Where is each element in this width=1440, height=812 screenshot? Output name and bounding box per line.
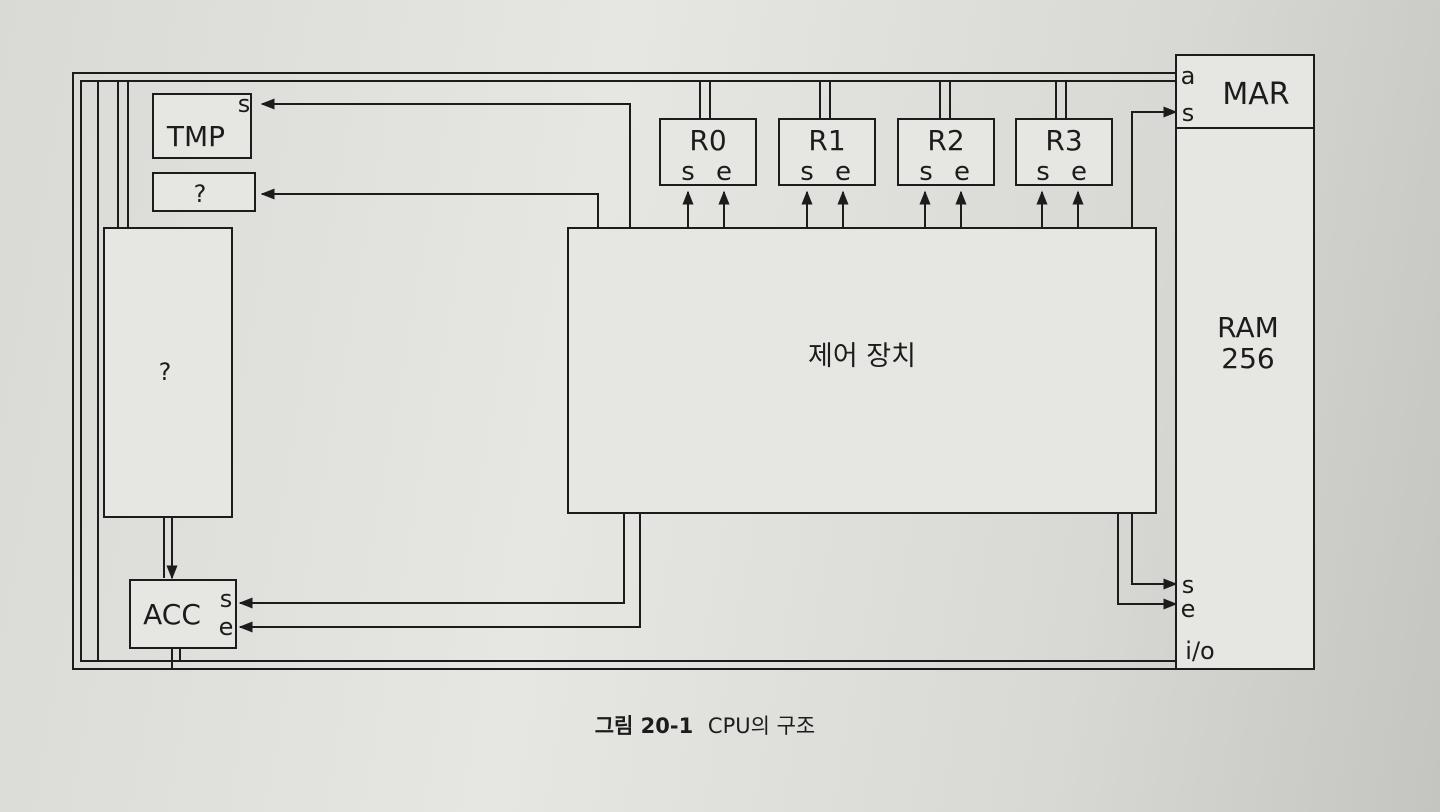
ctrl-tmp-s bbox=[260, 98, 631, 228]
register-s-label: s bbox=[1036, 157, 1050, 187]
bus-tap-r2 bbox=[939, 81, 951, 119]
ram-e-label: e bbox=[1181, 595, 1196, 623]
bus1-label: ? bbox=[194, 180, 207, 208]
register-name: R0 bbox=[689, 124, 726, 157]
register-s-label: s bbox=[800, 157, 814, 187]
register-s-label: s bbox=[919, 157, 933, 187]
tmp-register: TMP s bbox=[152, 90, 252, 159]
main-bus-outer bbox=[72, 72, 1178, 670]
register-e-label: e bbox=[954, 157, 970, 187]
tmp-label: TMP bbox=[166, 120, 225, 153]
ram-label-line2: 256 bbox=[1221, 342, 1274, 375]
bus1-box: ? bbox=[152, 172, 256, 212]
register-e-label: e bbox=[716, 157, 732, 187]
ram-s-label: s bbox=[1182, 571, 1195, 599]
bus-tap-r0 bbox=[699, 81, 711, 119]
register-s-label: s bbox=[681, 157, 695, 187]
acc-label: ACC bbox=[143, 598, 201, 631]
caption-number: 그림 20-1 bbox=[595, 714, 694, 738]
register-name: R2 bbox=[927, 124, 964, 157]
control-unit-label: 제어 장치 bbox=[808, 341, 916, 372]
register-r1: R1 s e bbox=[778, 118, 876, 187]
alu-box: ? bbox=[103, 227, 233, 518]
mar-s-label: s bbox=[1182, 99, 1195, 127]
register-r3: R3 s e bbox=[1015, 118, 1113, 187]
main-bus-inner bbox=[80, 80, 1178, 662]
register-r0: R0 s e bbox=[659, 118, 757, 187]
control-unit: 제어 장치 bbox=[567, 227, 1157, 514]
control-wires bbox=[238, 98, 1178, 633]
mar-ram-block: MAR a s RAM 256 s e i/o bbox=[1175, 54, 1315, 670]
bus-tap-r3 bbox=[1055, 81, 1067, 119]
caption-title: CPU의 구조 bbox=[708, 714, 815, 738]
mar-label: MAR bbox=[1222, 77, 1289, 112]
acc-s-label: s bbox=[220, 585, 233, 613]
svg-text:그림 20-1 CPU의 구조: 그림 20-1 CPU의 구조 bbox=[595, 714, 816, 738]
register-e-label: e bbox=[1071, 157, 1087, 187]
ctrl-acc-s bbox=[238, 513, 625, 609]
acc-bus-tap bbox=[171, 648, 181, 669]
acc-register: ACC s e bbox=[129, 579, 237, 649]
ram-label-line1: RAM bbox=[1217, 311, 1279, 344]
ctrl-ram-s bbox=[1131, 513, 1178, 590]
register-r2: R2 s e bbox=[897, 118, 995, 187]
ctrl-mar-s bbox=[1131, 106, 1178, 228]
tmp-s-label: s bbox=[238, 90, 251, 118]
figure-caption: 그림 20-1 CPU의 구조 bbox=[595, 714, 816, 738]
bus-tap-r1 bbox=[819, 81, 831, 119]
ctrl-bus1 bbox=[260, 188, 599, 228]
ram-io-label: i/o bbox=[1185, 637, 1214, 665]
register-name: R1 bbox=[808, 124, 845, 157]
alu-label: ? bbox=[159, 358, 172, 386]
ctrl-ram-e bbox=[1117, 513, 1178, 610]
register-name: R3 bbox=[1045, 124, 1082, 157]
bus-wires bbox=[72, 72, 1178, 670]
ctrl-acc-e bbox=[238, 513, 641, 633]
register-e-label: e bbox=[835, 157, 851, 187]
acc-e-label: e bbox=[219, 613, 234, 641]
mar-a-label: a bbox=[1181, 62, 1196, 90]
